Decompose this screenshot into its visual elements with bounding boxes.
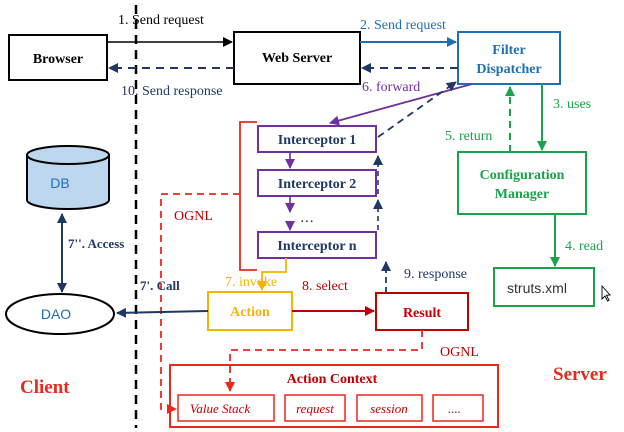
ognl-left-connector	[160, 193, 240, 414]
db-cylinder-icon	[26, 145, 110, 210]
ognl-bottom-connector	[225, 330, 423, 392]
dao-label: DAO	[41, 306, 71, 322]
dao-ellipse	[5, 293, 115, 335]
ognl-left-label: OGNL	[174, 209, 213, 224]
mouse-cursor-icon	[601, 284, 611, 302]
interceptor-1-label: Interceptor 1	[278, 133, 356, 148]
request-label: request	[296, 401, 334, 416]
select-label: 8. select	[302, 279, 348, 294]
web-server-label: Web Server	[262, 51, 332, 66]
action-context-label: Action Context	[287, 372, 378, 387]
more-box	[432, 394, 484, 422]
result-label: Result	[403, 306, 441, 321]
configuration-manager-label-line2: Manager	[495, 187, 549, 202]
interceptor-2-label: Interceptor 2	[278, 177, 356, 192]
db-label: DB	[50, 175, 69, 191]
server-label: Server	[553, 364, 607, 385]
result-box	[375, 292, 469, 331]
interceptor-1-box	[257, 125, 377, 153]
struts-xml-label: struts.xml	[507, 280, 567, 296]
browser-box	[8, 34, 108, 81]
send-response-label: 10. Send response	[121, 84, 223, 99]
uses-label: 3. uses	[553, 97, 591, 112]
value-stack-box	[177, 394, 275, 422]
session-label: session	[370, 401, 408, 416]
interceptor-2-box	[257, 169, 377, 197]
request-box	[284, 394, 346, 422]
interceptor-ellipsis: …	[300, 211, 314, 226]
invoke-label: 7. invoke	[225, 275, 277, 290]
web-server-box	[233, 31, 361, 85]
forward-label: 6. forward	[362, 80, 420, 95]
access-label: 7''. Access	[68, 236, 124, 251]
read-label: 4. read	[565, 239, 603, 254]
chain-to-dispatcher-arrow	[377, 81, 457, 138]
interceptor-n-label: Interceptor n	[277, 239, 356, 254]
return-label: 5. return	[445, 129, 492, 144]
action-label: Action	[230, 305, 270, 320]
action-box	[207, 291, 293, 331]
struts-xml-box	[493, 267, 595, 307]
ognl-bottom-label: OGNL	[440, 345, 479, 360]
client-label: Client	[20, 377, 70, 398]
filter-dispatcher-label-line1: Filter	[492, 43, 525, 58]
call-arrow	[116, 307, 209, 318]
session-box	[356, 394, 423, 422]
invoke-arrow	[257, 258, 287, 291]
configuration-manager-label-line1: Configuration	[480, 168, 565, 183]
ognl-bracket	[239, 121, 257, 271]
send-request-1-label: 1. Send request	[118, 13, 204, 28]
value-stack-label: Value Stack	[190, 401, 251, 416]
filter-dispatcher-label-line2: Dispatcher	[476, 62, 541, 77]
browser-label: Browser	[33, 52, 83, 67]
interceptor-n-box	[257, 231, 377, 259]
filter-dispatcher-box	[457, 31, 561, 85]
call-label: 7'. Call	[140, 278, 180, 293]
send-request-2-label: 2. Send request	[360, 18, 446, 33]
configuration-manager-box	[457, 151, 587, 215]
more-label: ....	[448, 401, 461, 416]
response-label: 9. response	[404, 267, 467, 282]
